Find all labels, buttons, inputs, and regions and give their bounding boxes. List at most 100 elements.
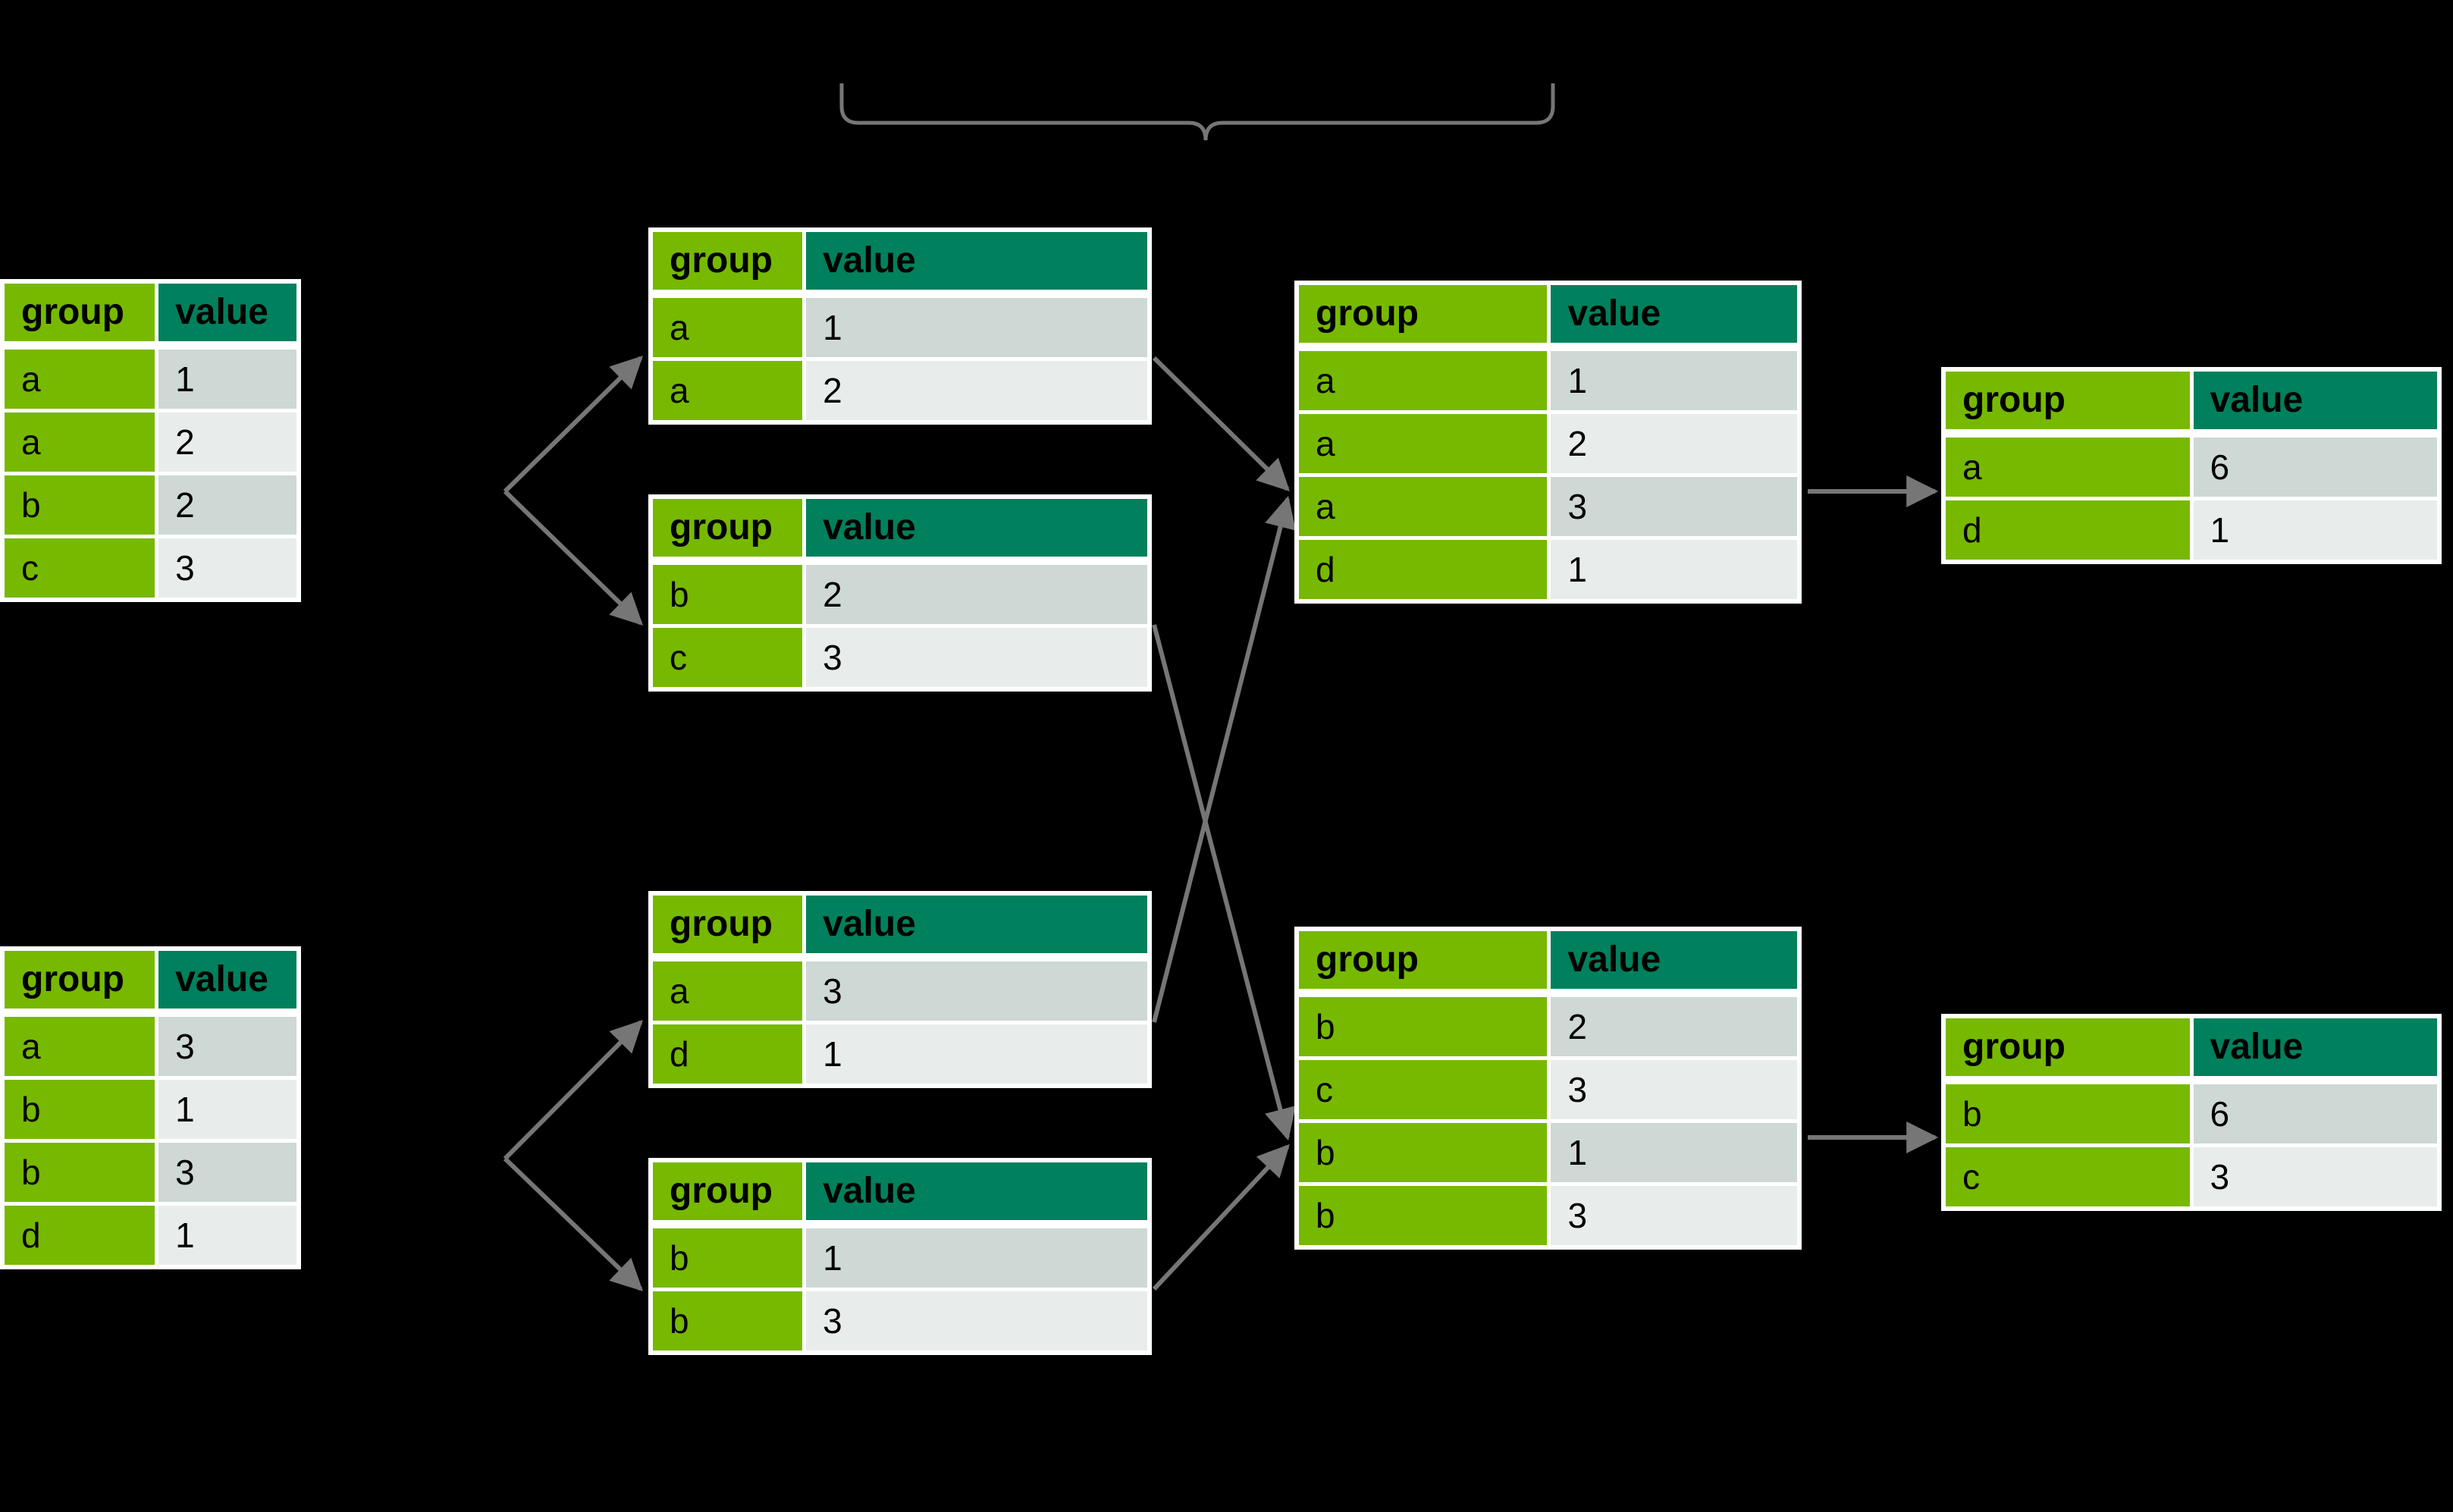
cell-group: a [653,361,803,420]
column-header-group: group [1946,1018,2190,1076]
cell-value: 2 [1551,414,1797,473]
cell-value: 3 [806,961,1147,1021]
column-header-value: value [158,951,296,1009]
column-header-value: value [2193,372,2437,429]
column-header-value: value [1551,285,1797,343]
cell-value: 3 [1551,1060,1797,1119]
column-header-value: value [2193,1018,2437,1076]
cell-value: 1 [158,1080,296,1139]
cell-group: a [5,1017,155,1076]
cell-value: 2 [1551,997,1797,1056]
cell-value: 1 [2193,500,2437,560]
arrow-split-1-to-merged-top [1152,356,1290,491]
cell-value: 2 [806,361,1147,420]
cell-group: a [1946,438,2190,497]
cell-value: 1 [1551,351,1797,410]
cell-group: a [1299,351,1548,410]
cell-value: 3 [1551,477,1797,536]
cell-group: b [653,1291,803,1350]
cell-group: d [1299,540,1548,599]
cell-value: 1 [1551,1123,1797,1182]
arrow-input-top-to-split-1 [503,356,643,494]
cell-group: a [1299,414,1548,473]
cell-group: a [5,413,155,472]
cell-group: c [5,538,155,598]
column-header-group: group [1299,931,1548,989]
cell-value: 2 [158,475,296,535]
top-brace [839,83,1555,141]
cell-group: b [5,475,155,535]
column-header-group: group [1299,285,1548,343]
cell-group: c [1946,1147,2190,1206]
column-header-value: value [806,232,1147,290]
cell-group: b [1299,997,1548,1056]
cell-group: b [1946,1084,2190,1143]
cell-group: d [5,1206,155,1265]
cell-value: 3 [158,1017,296,1076]
cell-value: 1 [158,350,296,409]
cell-group: c [1299,1060,1548,1119]
column-header-group: group [5,951,155,1009]
cell-group: a [5,350,155,409]
cell-value: 1 [806,1024,1147,1084]
cell-value: 2 [158,413,296,472]
cell-group: a [653,298,803,357]
cell-value: 1 [158,1206,296,1265]
cell-group: c [653,628,803,687]
cell-value: 3 [1551,1186,1797,1245]
column-header-value: value [806,499,1147,557]
cell-value: 3 [158,1143,296,1202]
cell-group: b [1299,1123,1548,1182]
arrow-split-3-to-merged-top [1152,495,1297,1023]
cell-group: b [5,1080,155,1139]
column-header-group: group [653,232,803,290]
column-header-group: group [653,896,803,953]
cell-group: a [1299,477,1548,536]
arrow-input-bottom-to-split-3 [503,1020,643,1161]
cell-value: 3 [806,628,1147,687]
column-header-group: group [653,1162,803,1220]
cell-value: 3 [158,538,296,598]
cell-group: a [653,961,803,1021]
cell-group: d [653,1024,803,1084]
cell-value: 6 [2193,438,2437,497]
cell-group: b [1299,1186,1548,1245]
